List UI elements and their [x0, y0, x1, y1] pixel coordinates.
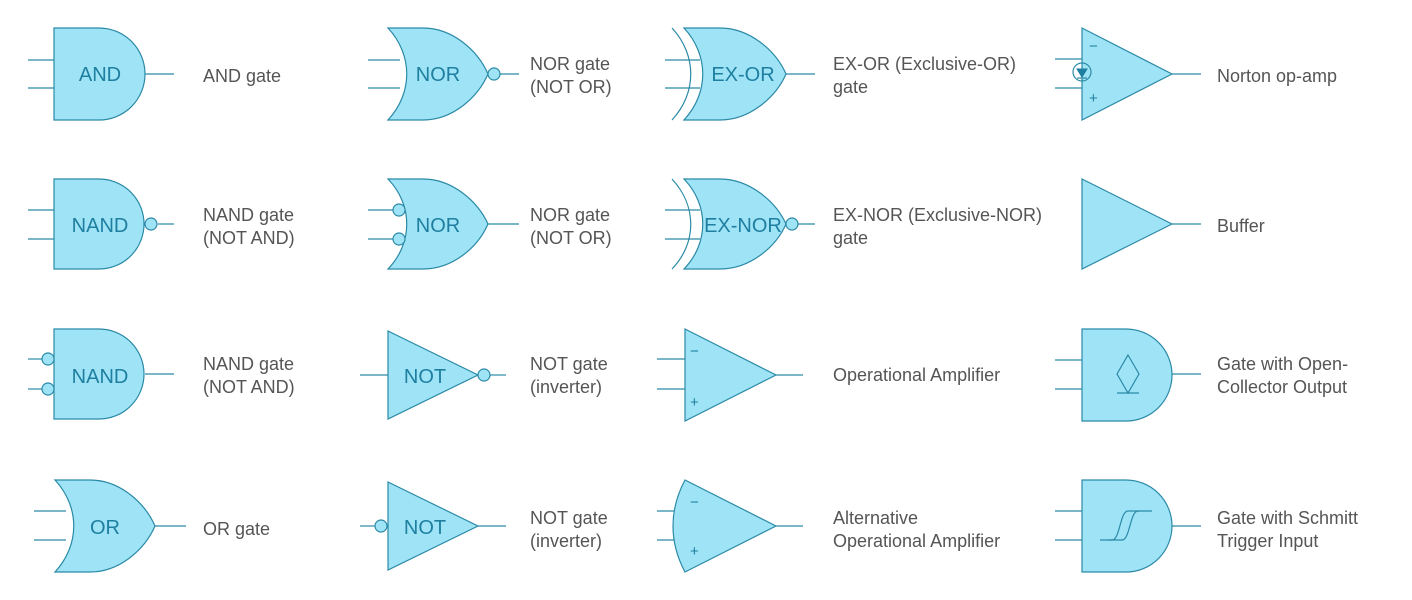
nand-gate-inverted-inputs-description: NAND gate (NOT AND) — [203, 353, 295, 399]
ex-nor-gate-symbol: EX-NOR — [665, 178, 815, 270]
or-gate-label: OR — [90, 517, 120, 539]
input-inversion-bubble — [374, 519, 388, 533]
ex-or-gate-description: EX-OR (Exclusive-OR) gate — [833, 53, 1016, 99]
operational-amplifier-symbol: − + — [657, 328, 803, 422]
ex-nor-gate-label: EX-NOR — [704, 215, 782, 237]
non-inverting-input-sign: + — [1089, 90, 1098, 107]
description-line: NOT gate — [530, 508, 608, 528]
not-gate-inverted-input-symbol: NOT — [360, 481, 506, 571]
nor-gate-symbol: NOR — [368, 27, 519, 121]
nor-gate-inverted-inputs-description: NOR gate (NOT OR) — [530, 204, 612, 250]
or-gate-symbol: OR — [34, 479, 186, 573]
description-line: OR gate — [203, 519, 271, 539]
description-line: (NOT AND) — [203, 377, 295, 397]
nor-gate-inverted-inputs-symbol: NOR — [368, 178, 519, 270]
inverting-input-sign: − — [690, 494, 699, 511]
open-collector-gate-description: Gate with Open- Collector Output — [1217, 353, 1348, 399]
description-line: EX-OR (Exclusive-OR) — [833, 54, 1017, 74]
not-gate-symbol: NOT — [360, 330, 506, 420]
input-inversion-bubble — [392, 203, 406, 217]
description-line: Buffer — [1217, 216, 1265, 236]
ex-nor-gate-description: EX-NOR (Exclusive-NOR) gate — [833, 204, 1042, 250]
description-line: gate — [833, 228, 869, 248]
description-line: gate — [833, 77, 869, 97]
description-line: Operational Amplifier — [833, 531, 1001, 551]
nor-gate-description: NOR gate (NOT OR) — [530, 53, 612, 99]
nand-gate-label: NAND — [72, 215, 129, 237]
current-source-icon — [1072, 62, 1092, 82]
inverting-input-sign: − — [1089, 38, 1098, 55]
nand-gate-label: NAND — [72, 366, 129, 388]
output-inversion-bubble — [477, 368, 491, 382]
buffer-symbol — [1081, 178, 1201, 270]
and-gate-symbol: AND — [28, 27, 174, 121]
description-line: NAND gate — [203, 354, 295, 374]
ex-or-gate-label: EX-OR — [711, 64, 774, 86]
schmitt-trigger-gate-description: Gate with Schmitt Trigger Input — [1217, 507, 1358, 553]
description-line: AND gate — [203, 66, 282, 86]
description-line: NOR gate — [530, 54, 611, 74]
description-line: Norton op-amp — [1217, 66, 1338, 86]
description-line: NOT gate — [530, 354, 608, 374]
non-inverting-input-sign: + — [690, 394, 699, 411]
and-gate-description: AND gate — [203, 65, 281, 88]
input-inversion-bubble — [41, 382, 55, 396]
description-line: (inverter) — [530, 531, 603, 551]
ex-or-gate-symbol: EX-OR — [665, 27, 815, 121]
and-gate-label: AND — [79, 64, 121, 86]
non-inverting-input-sign: + — [690, 543, 699, 560]
schmitt-trigger-gate-symbol — [1055, 479, 1201, 573]
or-gate-description: OR gate — [203, 518, 270, 541]
description-line: Collector Output — [1217, 377, 1348, 397]
open-collector-gate-symbol — [1055, 328, 1201, 422]
not-gate-label: NOT — [404, 366, 446, 388]
input-inversion-bubble — [392, 232, 406, 246]
buffer-description: Buffer — [1217, 215, 1265, 238]
nor-gate-label: NOR — [416, 64, 460, 86]
description-line: Operational Amplifier — [833, 365, 1001, 385]
operational-amplifier-description: Operational Amplifier — [833, 364, 1000, 387]
nand-gate-description: NAND gate (NOT AND) — [203, 204, 295, 250]
alternative-operational-amplifier-symbol: − + — [657, 479, 803, 573]
not-gate-description: NOT gate (inverter) — [530, 353, 608, 399]
description-line: (inverter) — [530, 377, 603, 397]
output-inversion-bubble — [144, 217, 158, 231]
description-line: (NOT OR) — [530, 228, 612, 248]
description-line: NAND gate — [203, 205, 295, 225]
output-inversion-bubble — [785, 217, 799, 231]
description-line: Trigger Input — [1217, 531, 1319, 551]
nand-gate-inverted-inputs-symbol: NAND — [28, 328, 174, 420]
description-line: (NOT AND) — [203, 228, 295, 248]
inverting-input-sign: − — [690, 343, 699, 360]
alternative-operational-amplifier-description: Alternative Operational Amplifier — [833, 507, 1000, 553]
description-line: Gate with Schmitt — [1217, 508, 1359, 528]
description-line: (NOT OR) — [530, 77, 612, 97]
description-line: NOR gate — [530, 205, 611, 225]
output-inversion-bubble — [487, 67, 501, 81]
nor-gate-label: NOR — [416, 215, 460, 237]
description-line: Gate with Open- — [1217, 354, 1349, 374]
nand-gate-symbol: NAND — [28, 178, 174, 270]
not-gate-label: NOT — [404, 517, 446, 539]
description-line: EX-NOR (Exclusive-NOR) — [833, 205, 1043, 225]
input-inversion-bubble — [41, 352, 55, 366]
norton-op-amp-symbol: − + — [1055, 27, 1201, 121]
description-line: Alternative — [833, 508, 919, 528]
not-gate-inverted-input-description: NOT gate (inverter) — [530, 507, 608, 553]
norton-op-amp-description: Norton op-amp — [1217, 65, 1337, 88]
